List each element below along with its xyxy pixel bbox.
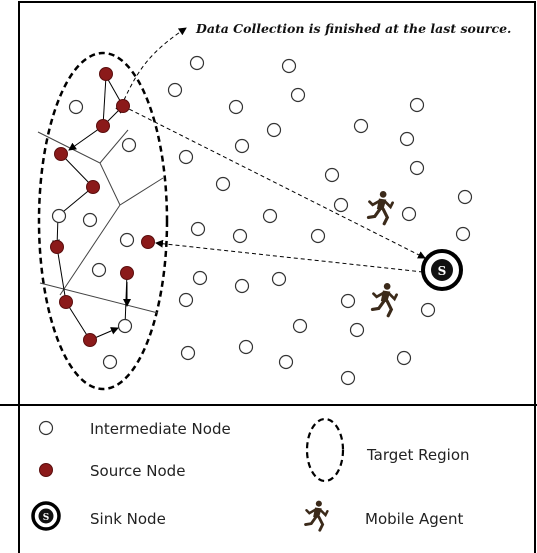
intermediate-node: [121, 137, 137, 153]
intermediate-node: [457, 189, 473, 205]
intermediate-node: [396, 350, 412, 366]
source-node: [50, 240, 64, 254]
legend-target-region-icon: [305, 417, 345, 483]
annotation-text: Data Collection is finished at the last …: [195, 21, 511, 36]
intermediate-node: [349, 322, 365, 338]
path-segment: [51, 239, 67, 303]
intermediate-node: [455, 226, 471, 242]
intermediate-node: [215, 176, 231, 192]
intermediate-node: [340, 370, 356, 386]
annotation-pointer: [123, 27, 187, 101]
intermediate-node: [189, 55, 205, 71]
intermediate-node: [271, 271, 287, 287]
legend-sink-node-label: Sink Node: [90, 510, 166, 528]
intermediate-node: [290, 87, 306, 103]
return-trajectory: [155, 239, 424, 273]
intermediate-node: [409, 97, 425, 113]
intermediate-node: [117, 318, 133, 334]
diagram-frame: [18, 1, 536, 406]
intermediate-node: [167, 82, 183, 98]
intermediate-node: [310, 228, 326, 244]
intermediate-node: [266, 122, 282, 138]
intermediate-node: [178, 292, 194, 308]
region-partition-lines: [37, 129, 164, 314]
sink-core: [431, 259, 453, 281]
intermediate-node: [353, 118, 369, 134]
intermediate-node: [262, 208, 278, 224]
legend-intermediate-node-icon: [38, 420, 54, 436]
intermediate-node: [232, 228, 248, 244]
intermediate-node: [238, 339, 254, 355]
legend-source-node-label: Source Node: [90, 462, 185, 480]
agent-trajectories: [122, 27, 426, 273]
intermediate-node: [91, 262, 107, 278]
legend-intermediate-node-label: Intermediate Node: [90, 420, 231, 438]
intermediate-node: [82, 212, 98, 228]
source-node: [54, 147, 68, 161]
intermediate-node: [281, 58, 297, 74]
intermediate-node: [401, 206, 417, 222]
source-node: [116, 99, 130, 113]
sink-node: S: [421, 249, 463, 291]
intermediate-node: [292, 318, 308, 334]
source-node: [86, 180, 100, 194]
source-node: [96, 119, 110, 133]
legend-source-node-icon: [39, 463, 53, 477]
legend-mobile-agent-icon: [304, 500, 329, 532]
path-segment: [102, 75, 107, 127]
intermediate-node: [178, 149, 194, 165]
legend-target-region-label: Target Region: [366, 446, 470, 464]
target-region-ellipse: [37, 51, 169, 391]
intermediate-node: [119, 232, 135, 248]
source-node: [141, 235, 155, 249]
intermediate-node: [68, 99, 84, 115]
intermediate-node: [324, 167, 340, 183]
source-node: [83, 333, 97, 347]
intermediate-node: [333, 197, 349, 213]
source-node: [99, 67, 113, 81]
dispatch-trajectory: [122, 105, 426, 259]
path-segment: [65, 301, 91, 341]
intermediate-node: [399, 131, 415, 147]
mobile-agent-icon: [366, 190, 394, 226]
intermediate-node: [420, 302, 436, 318]
legend-sink-icon-label: S: [43, 513, 50, 523]
source-node: [120, 266, 134, 280]
intermediate-node: [234, 138, 250, 154]
sink-label: S: [438, 264, 447, 278]
mobile-agent-icon: [370, 282, 398, 318]
path-segment: [60, 153, 94, 188]
intermediate-node: [234, 278, 250, 294]
intermediate-node: [409, 160, 425, 176]
source-node: [59, 295, 73, 309]
intermediate-node: [192, 270, 208, 286]
legend-mobile-agent-label: Mobile Agent: [365, 510, 463, 528]
intermediate-node: [340, 293, 356, 309]
intermediate-node: [278, 354, 294, 370]
legend-sink-node-icon: S: [31, 501, 61, 531]
intermediate-node: [190, 221, 206, 237]
intermediate-node: [51, 208, 67, 224]
intermediate-nodes: [51, 55, 473, 386]
intermediate-node: [180, 345, 196, 361]
intermediate-node: [228, 99, 244, 115]
legend: Intermediate Node Source Node S Sink Nod…: [31, 417, 470, 532]
intermediate-node: [102, 354, 118, 370]
source-nodes: [50, 67, 155, 347]
